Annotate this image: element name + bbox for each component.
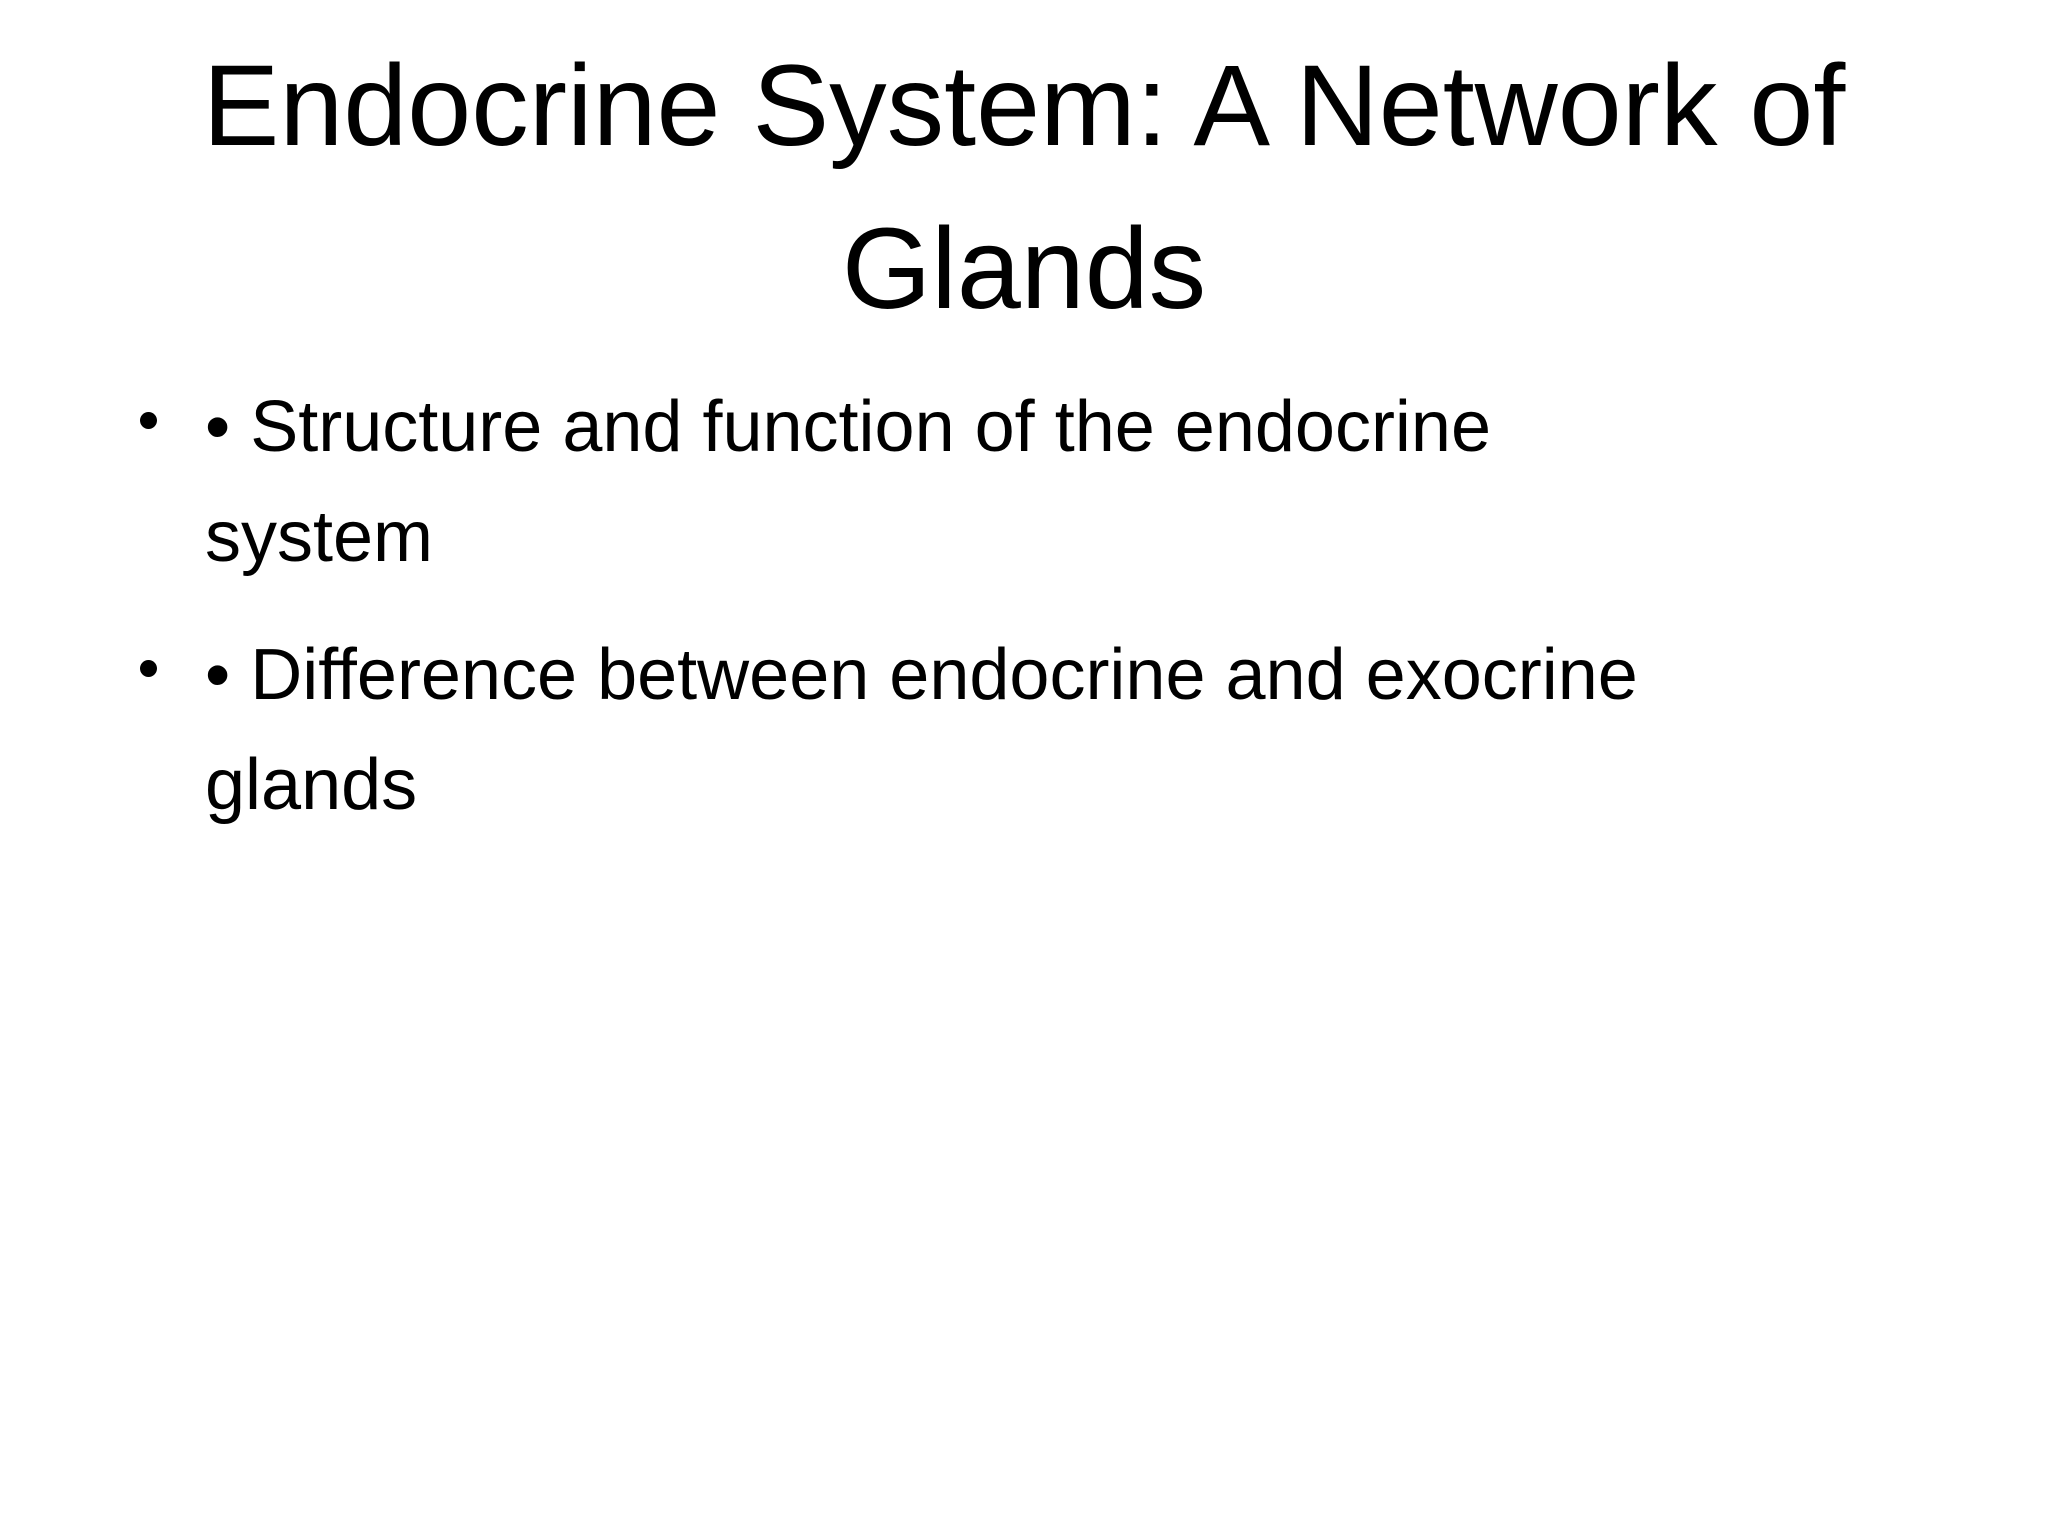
slide-title: Endocrine System: A Network of Glands — [0, 25, 2048, 352]
list-item: • Difference between endocrine and exocr… — [140, 620, 1988, 840]
bullet-1-line-1: • Structure and function of the endocrin… — [205, 386, 1492, 467]
list-item: • Structure and function of the endocrin… — [140, 372, 1988, 592]
bullet-2-line-1: • Difference between endocrine and exocr… — [205, 634, 1638, 715]
bullet-1-line-2: system — [205, 496, 434, 577]
bullet-2-line-2: glands — [205, 744, 418, 825]
title-line-2: Glands — [841, 205, 1207, 334]
bullet-text: • Structure and function of the endocrin… — [205, 372, 1491, 592]
bullet-text: • Difference between endocrine and exocr… — [205, 620, 1638, 840]
bullet-marker-icon — [140, 659, 157, 677]
bullet-list: • Structure and function of the endocrin… — [0, 372, 2048, 840]
title-line-1: Endocrine System: A Network of — [202, 42, 1846, 170]
bullet-marker-icon — [140, 411, 157, 429]
